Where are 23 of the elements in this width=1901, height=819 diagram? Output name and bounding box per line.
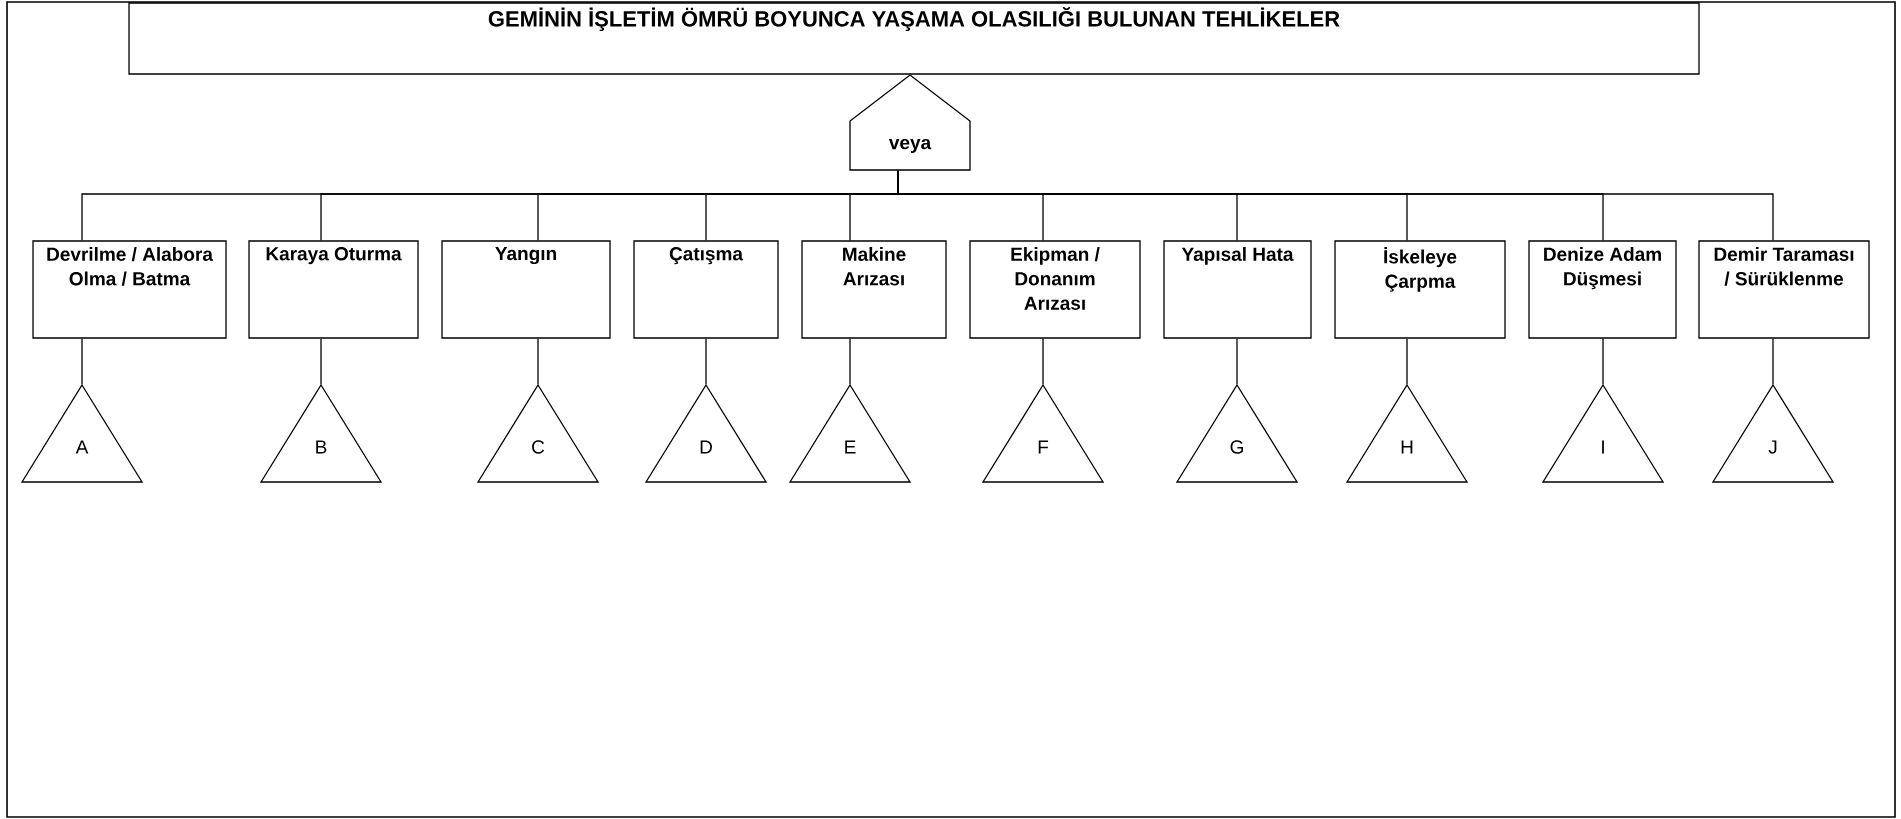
connector-line [320,338,322,385]
event-box: İskeleye Çarpma [1334,240,1506,339]
connector-line [1042,338,1044,385]
event-box: Makine Arızası [801,240,947,339]
connector-line [81,338,83,385]
event-box: Devrilme / Alabora Olma / Batma [32,240,227,339]
event-box: Yapısal Hata [1163,240,1312,339]
connector-line [537,338,539,385]
connector-line [1772,338,1774,385]
title-box: GEMİNİN İŞLETİM ÖMRÜ BOYUNCA YAŞAMA OLASILIĞI BULUNAN TEHLİKELER [128,2,1700,75]
connector-line [897,170,1774,241]
event-box: Ekipman / Donanım Arızası [969,240,1141,339]
connector-line [1406,338,1408,385]
connector-line [1236,338,1238,385]
connector-line [705,338,707,385]
connector-line [1602,338,1604,385]
event-box: Yangın [441,240,611,339]
event-box: Çatışma [633,240,779,339]
event-box: Demir Taraması / Sürüklenme [1698,240,1870,339]
event-box: Karaya Oturma [248,240,419,339]
event-box: Denize Adam Düşmesi [1528,240,1677,339]
or-gate: veya [849,74,971,171]
connector-line [849,338,851,385]
